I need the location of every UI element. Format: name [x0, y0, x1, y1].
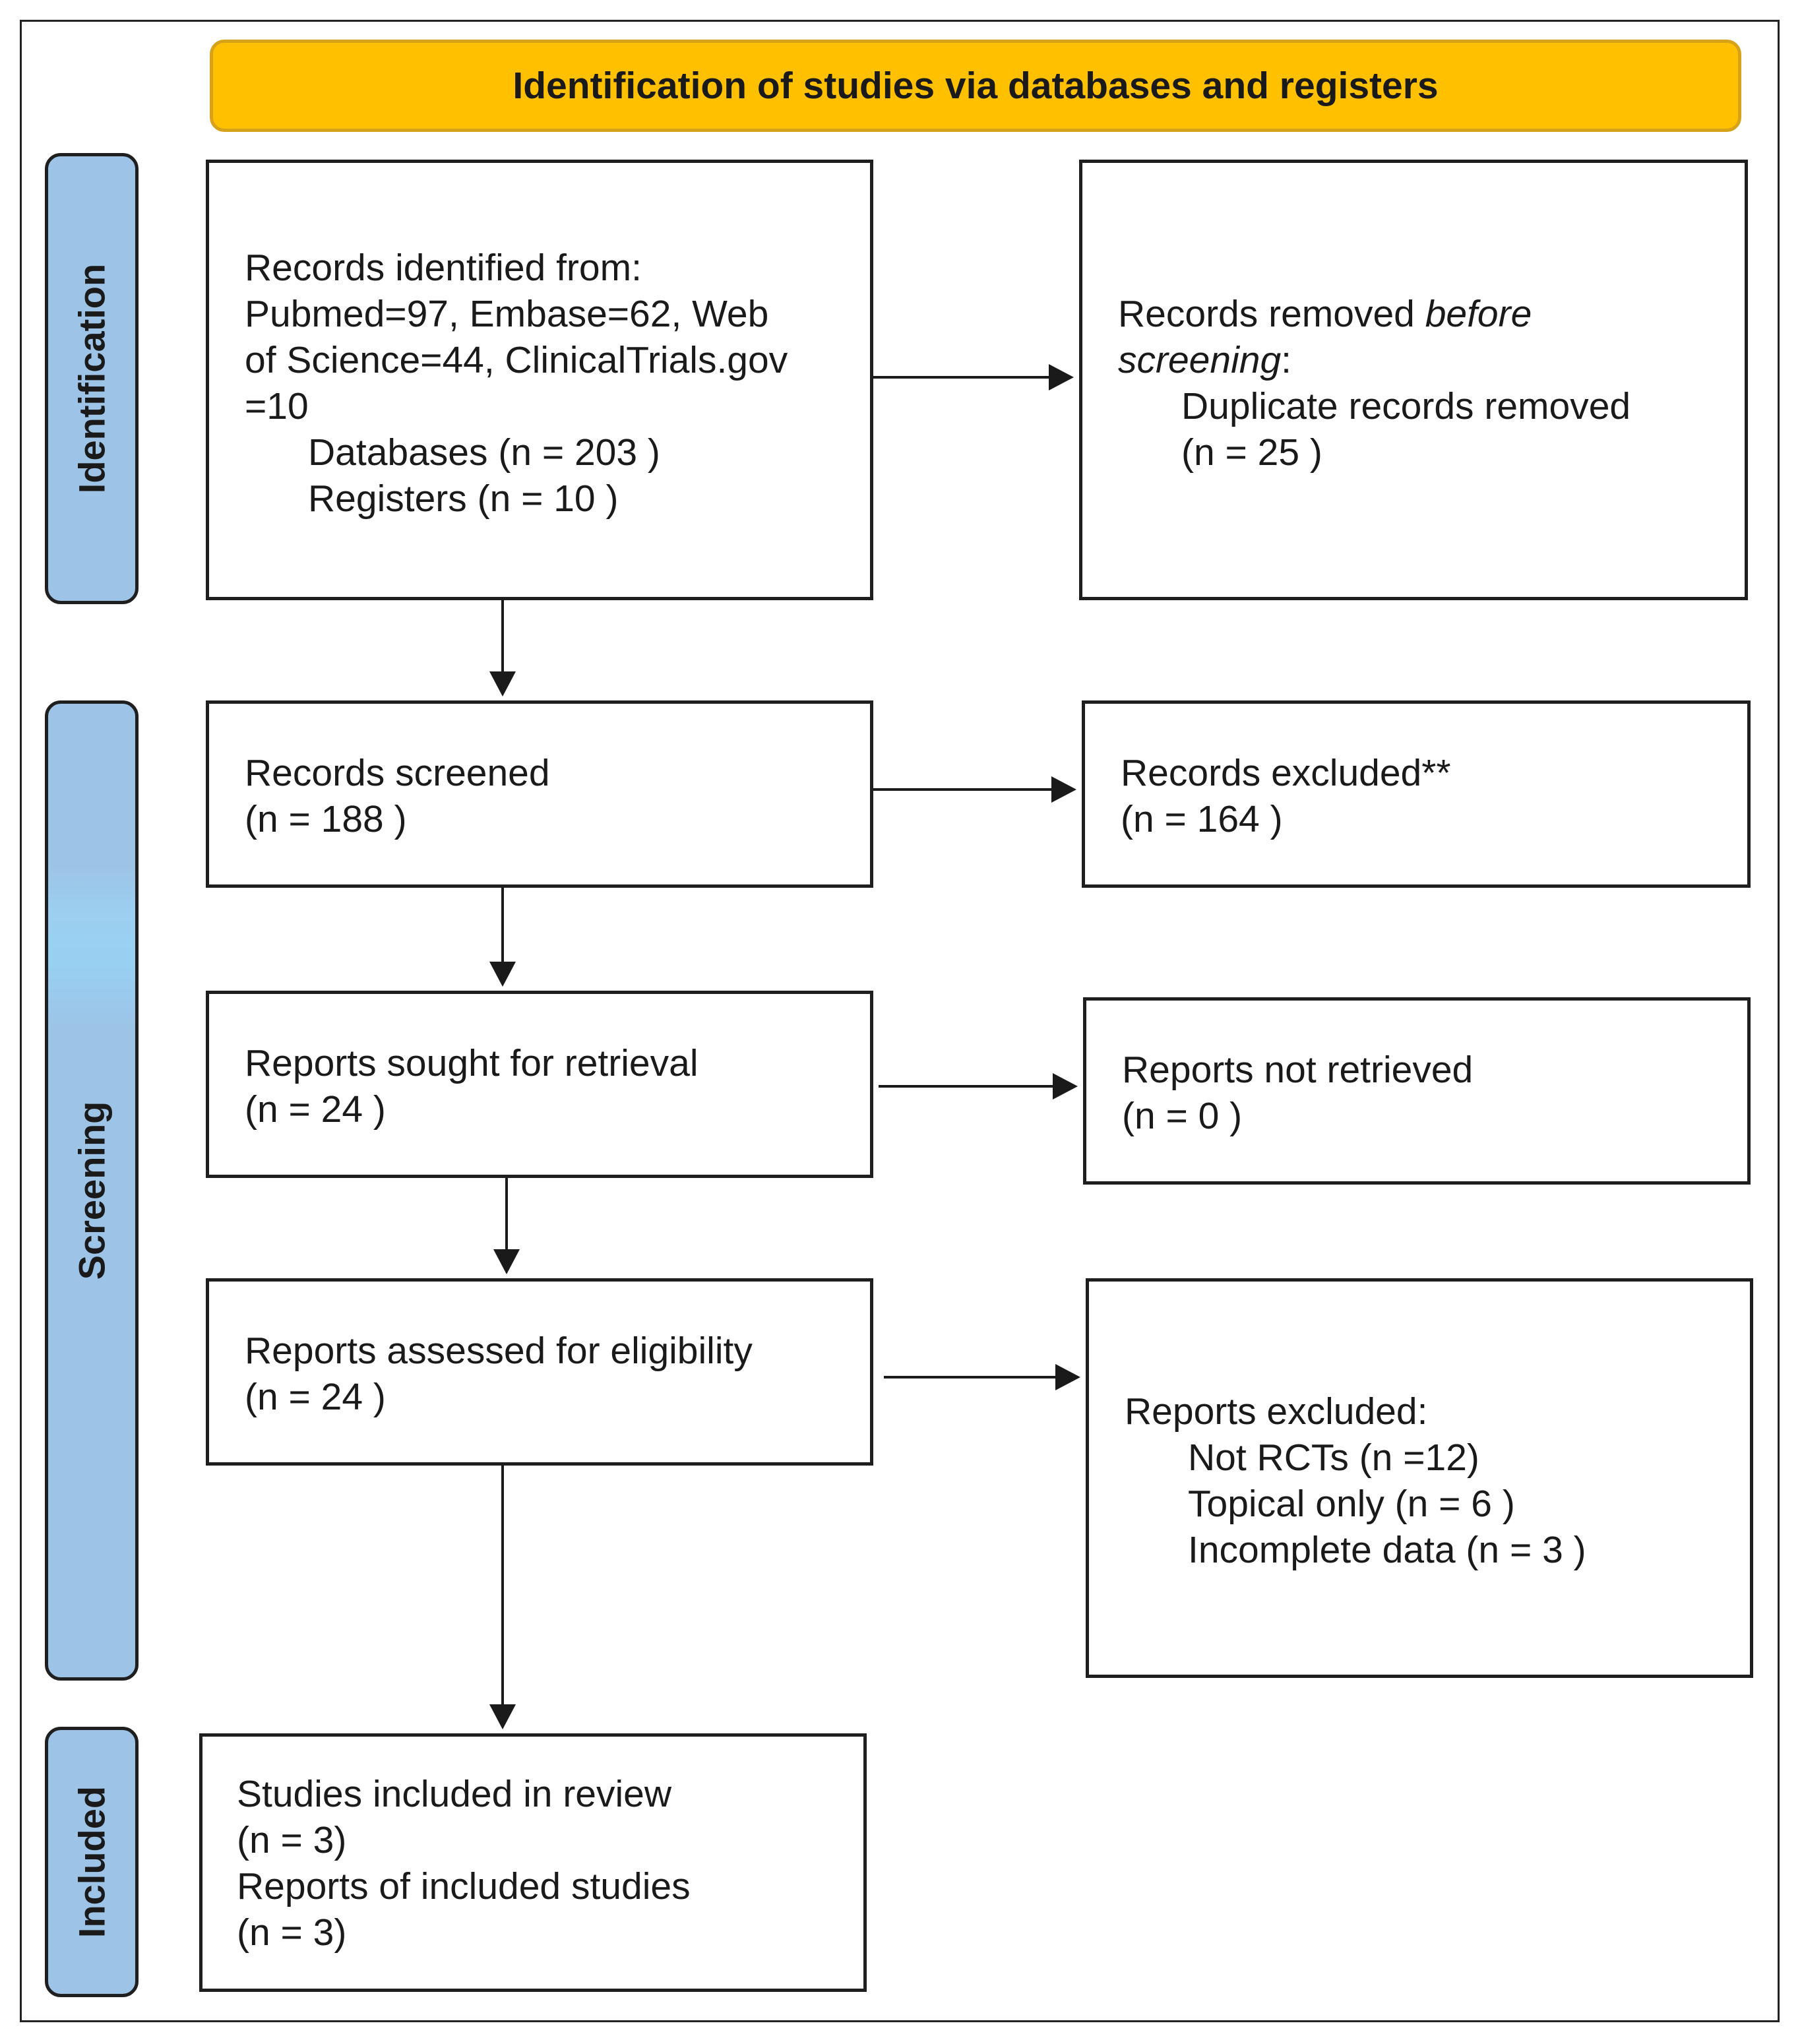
reports-included-label: Reports of included studies [237, 1865, 691, 1907]
phase-screening-label: Screening [71, 1101, 113, 1280]
exclusion-reason-topical-only: Topical only (n = 6 ) [1188, 1483, 1515, 1525]
reports-sought-label: Reports sought for retrieval [245, 1042, 699, 1084]
phase-screening-highlight [48, 862, 135, 1034]
exclusion-reason-not-rcts: Not RCTs (n =12) [1188, 1437, 1479, 1479]
phase-included-label: Included [71, 1785, 113, 1938]
reports-excluded-box: Reports excluded: Not RCTs (n =12) Topic… [1086, 1278, 1753, 1678]
records-excluded-label: Records excluded** [1121, 752, 1451, 794]
studies-included-label: Studies included in review [237, 1773, 672, 1815]
records-excluded-count: (n = 164 ) [1121, 798, 1283, 840]
figure-frame [20, 20, 1780, 2022]
reports-not-retrieved-count: (n = 0 ) [1122, 1095, 1243, 1137]
reports-not-retrieved-box: Reports not retrieved (n = 0 ) [1083, 997, 1751, 1185]
exclusion-reason-incomplete-data: Incomplete data (n = 3 ) [1188, 1529, 1586, 1571]
duplicate-records-count: (n = 25 ) [1181, 431, 1322, 474]
phase-identification-label: Identification [71, 263, 113, 494]
records-identified-sources-2: of Science=44, ClinicalTrials.gov [245, 339, 788, 381]
records-excluded-box: Records excluded** (n = 164 ) [1082, 700, 1751, 888]
records-screened-box: Records screened (n = 188 ) [206, 700, 873, 888]
header-title: Identification of studies via databases … [513, 65, 1439, 107]
studies-included-count: (n = 3) [237, 1819, 347, 1861]
records-removed-title: Records removed before [1118, 293, 1532, 335]
reports-sought-count: (n = 24 ) [245, 1088, 386, 1130]
reports-excluded-label: Reports excluded: [1125, 1390, 1428, 1433]
records-identified-sources-1: Pubmed=97, Embase=62, Web [245, 293, 769, 335]
duplicate-records-label: Duplicate records removed [1181, 385, 1631, 427]
reports-sought-box: Reports sought for retrieval (n = 24 ) [206, 991, 873, 1178]
records-screened-count: (n = 188 ) [245, 798, 407, 840]
records-identified-box: Records identified from: Pubmed=97, Emba… [206, 160, 873, 600]
databases-count: Databases (n = 203 ) [308, 431, 660, 474]
records-identified-sources-3: =10 [245, 385, 309, 427]
header-banner: Identification of studies via databases … [210, 40, 1741, 132]
reports-assessed-label: Reports assessed for eligibility [245, 1330, 753, 1372]
records-removed-box: Records removed before screening: Duplic… [1079, 160, 1748, 600]
reports-not-retrieved-label: Reports not retrieved [1122, 1049, 1474, 1091]
reports-assessed-count: (n = 24 ) [245, 1376, 386, 1418]
phase-identification: Identification [45, 153, 139, 604]
registers-count: Registers (n = 10 ) [308, 478, 619, 520]
included-box: Studies included in review (n = 3) Repor… [199, 1733, 867, 1992]
reports-assessed-box: Reports assessed for eligibility (n = 24… [206, 1278, 873, 1466]
reports-included-count: (n = 3) [237, 1911, 347, 1954]
phase-screening: Screening [45, 700, 139, 1681]
records-screened-label: Records screened [245, 752, 550, 794]
records-removed-title-2: screening: [1118, 339, 1291, 381]
phase-included: Included [45, 1727, 139, 1997]
records-identified-title: Records identified from: [245, 247, 642, 289]
